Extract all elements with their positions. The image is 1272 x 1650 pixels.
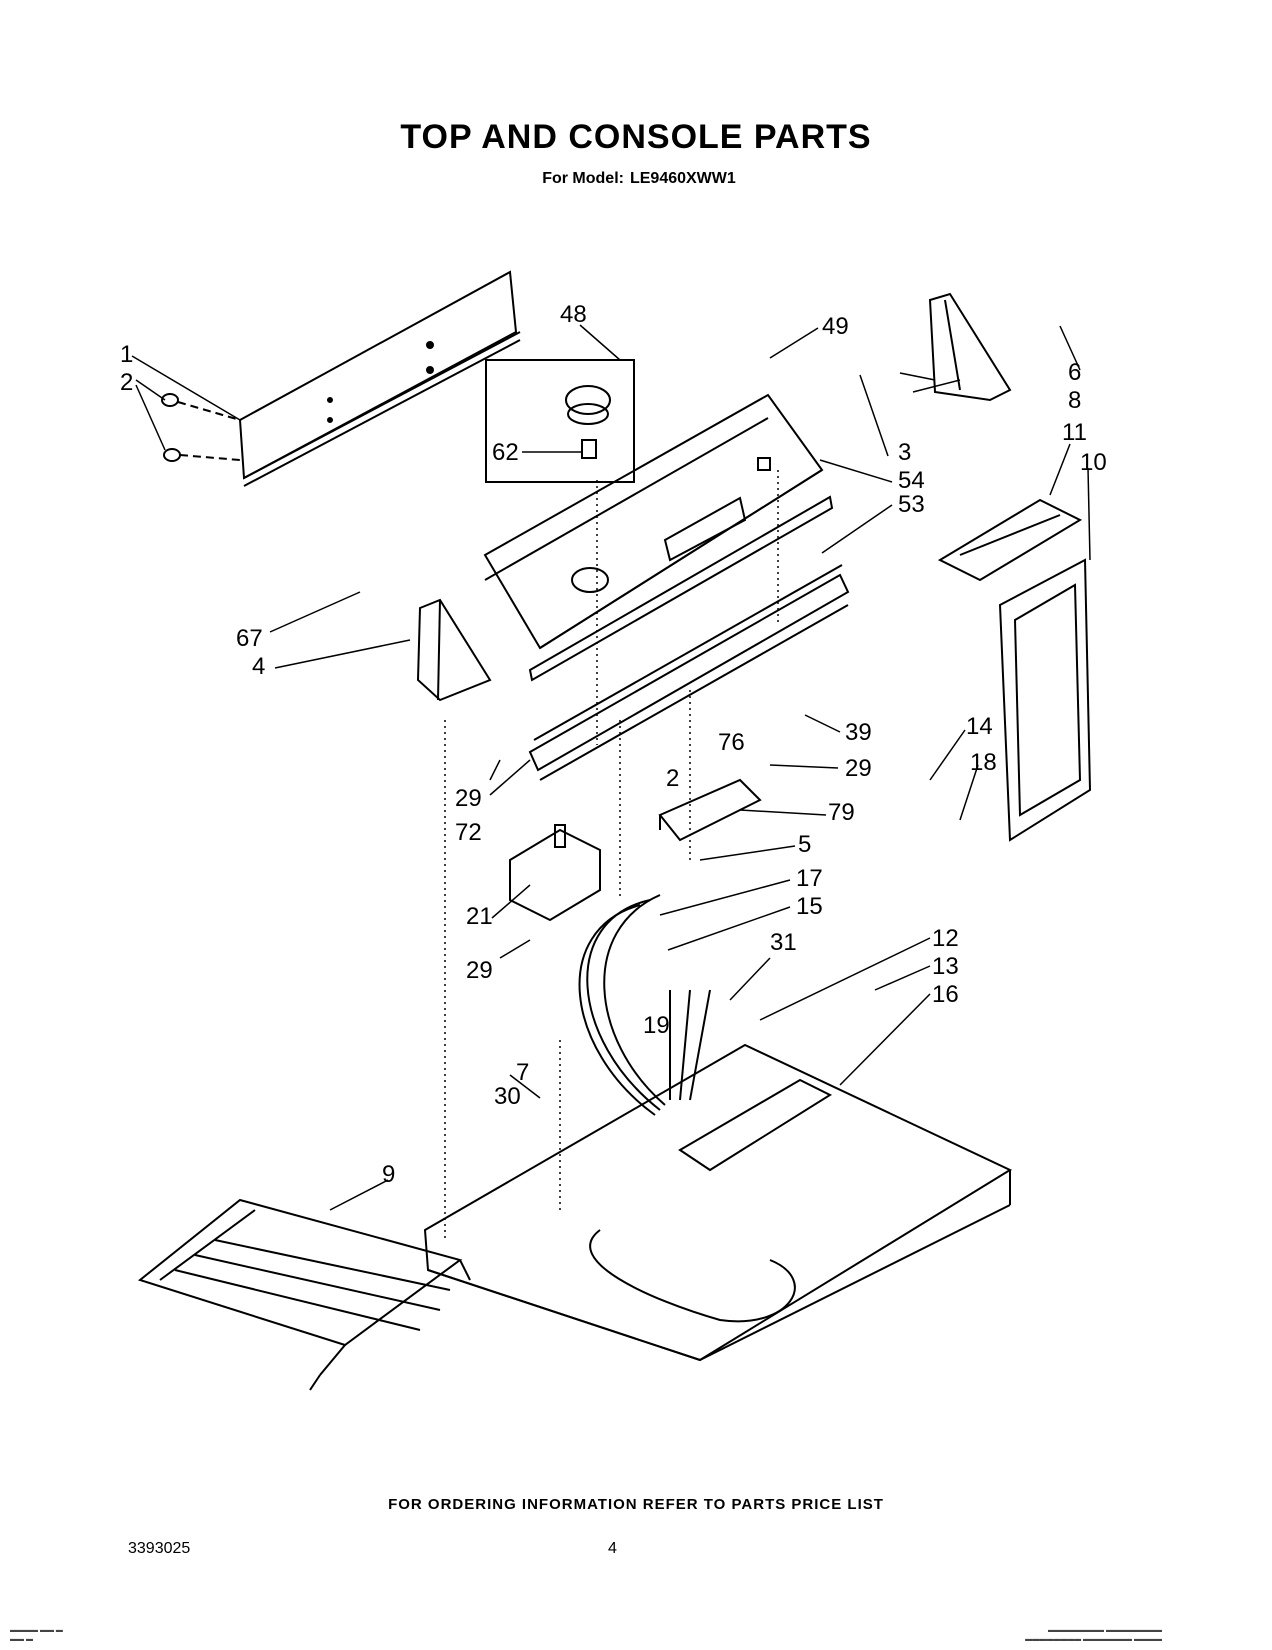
- model-number: LE9460XWW1: [629, 170, 736, 187]
- callout-72: 72: [455, 819, 482, 846]
- callout-2-lower: 2: [666, 765, 679, 792]
- fine-print-right: ▬▬▬▬▬▬▬▬ ▬▬▬▬▬▬▬▬▬▬▬▬▬▬▬▬ ▬▬▬▬▬▬▬ ▬▬▬▬: [1025, 1627, 1162, 1643]
- dryer-top-part: [423, 1043, 1013, 1362]
- callout-39: 39: [845, 719, 872, 746]
- callout-30: 30: [494, 1083, 521, 1110]
- model-line: For Model: LE9460XWW1: [0, 170, 1272, 188]
- document-number: 3393025: [128, 1540, 191, 1557]
- callout-8: 8: [1068, 387, 1081, 414]
- knob-assembly-box: [485, 359, 635, 483]
- end-cap-left: [416, 598, 492, 702]
- alignment-lines: [444, 470, 779, 1240]
- heater-grille-part: [137, 1198, 471, 1391]
- callout-29-left: 29: [455, 785, 482, 812]
- callout-15: 15: [796, 893, 823, 920]
- callout-10: 10: [1080, 449, 1107, 476]
- wire-harness: [578, 894, 711, 1116]
- callout-67: 67: [236, 625, 263, 652]
- callout-48: 48: [560, 301, 587, 328]
- callout-12: 12: [932, 925, 959, 952]
- model-label: For Model:: [542, 170, 624, 187]
- callout-29-right: 29: [845, 755, 872, 782]
- callout-16: 16: [932, 981, 959, 1008]
- callout-54: 54: [898, 467, 925, 494]
- callout-18: 18: [970, 749, 997, 776]
- rear-panel-part: [238, 270, 521, 487]
- end-cap-right: [928, 292, 1012, 402]
- callout-31: 31: [770, 929, 797, 956]
- callout-17: 17: [796, 865, 823, 892]
- callout-5: 5: [798, 831, 811, 858]
- fine-print-left: ▬▬▬▬ ▬▬ ▬▬▬ ▬: [10, 1627, 63, 1643]
- callout-21: 21: [466, 903, 493, 930]
- ordering-note: FOR ORDERING INFORMATION REFER TO PARTS …: [388, 1496, 884, 1513]
- switch-block-part: [658, 778, 762, 842]
- console-panel-part: [483, 393, 834, 682]
- callout-1: 1: [120, 341, 133, 368]
- callout-leaders: [131, 324, 1091, 1211]
- screws-part-2: [161, 393, 241, 462]
- callout-11: 11: [1062, 419, 1087, 446]
- callout-9: 9: [382, 1161, 395, 1188]
- callout-13: 13: [932, 953, 959, 980]
- callout-49: 49: [822, 313, 849, 340]
- callout-labels: 1 2 48 49 6 8 3 11 10 54 53 62 67 4 39 7…: [120, 301, 1107, 1188]
- callout-53: 53: [898, 491, 925, 518]
- console-rail-part: [528, 564, 850, 781]
- lint-screen: [998, 558, 1092, 842]
- page-title: TOP AND CONSOLE PARTS: [400, 118, 872, 156]
- callout-2: 2: [120, 369, 133, 396]
- callout-79: 79: [828, 799, 855, 826]
- timer-part: [509, 824, 601, 922]
- callout-4: 4: [252, 653, 265, 680]
- callout-6: 6: [1068, 359, 1081, 386]
- callout-7: 7: [516, 1059, 529, 1086]
- callout-29-lower: 29: [466, 957, 493, 984]
- callout-62: 62: [492, 439, 519, 466]
- callout-14: 14: [966, 713, 993, 740]
- callout-19: 19: [643, 1012, 670, 1039]
- callout-76: 76: [718, 729, 745, 756]
- page-number: 4: [608, 1540, 617, 1557]
- callout-3: 3: [898, 439, 911, 466]
- lint-screen-lid: [937, 498, 1083, 582]
